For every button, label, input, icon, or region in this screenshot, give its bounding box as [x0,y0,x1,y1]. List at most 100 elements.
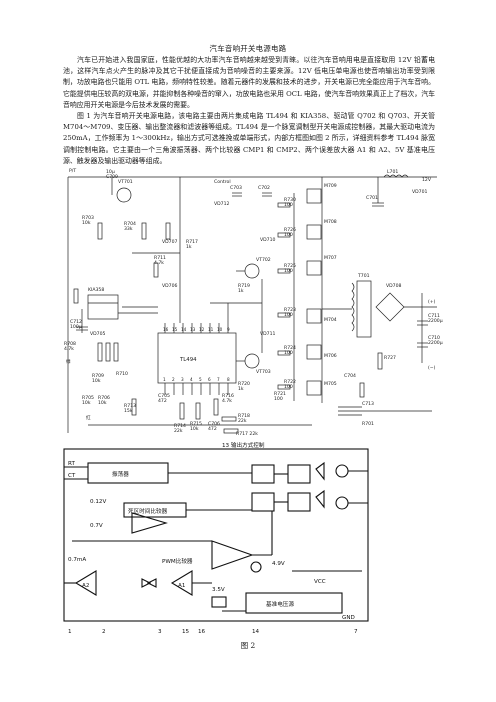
tl494-pins-top [164,323,229,333]
pin-8: 8 [227,377,230,382]
tl494-pins-bottom [164,383,229,395]
pin-7: 7 [217,377,220,382]
label-r727: R727 [384,355,396,361]
label-vt701: VT701 [118,179,133,185]
label-c702: C702 [258,185,270,191]
reference-block [245,592,343,614]
label-vd710: VD710 [260,237,276,243]
mosfet-bank [293,177,323,403]
label-a1: A1 [178,583,186,589]
tl494-pin-numbers: 16 15 14 13 12 11 10 9 1 2 3 4 5 6 7 8 [163,327,230,382]
pin-b3: 3 [158,629,162,635]
label-kia358: KIA358 [88,287,104,293]
label-minus: (−) [428,365,436,371]
pin-2: 2 [172,377,175,382]
pin-13: 13 [190,327,196,332]
label-c703: C703 [230,185,242,191]
label-output-control: 13 输出方式控制 [222,441,265,449]
pin-3: 3 [181,377,184,382]
pin-15: 15 [172,327,178,332]
label-l701: L701 [387,169,398,175]
pin-b15: 15 [182,629,190,635]
label-m707: M707 [324,255,337,261]
label-m708: M708 [324,219,337,225]
label-fuse: P/T [69,168,76,174]
document-title: 汽车音响开关电源电路 [209,44,287,53]
pwm-comparator [211,540,254,570]
pin-6: 6 [208,377,211,382]
pin-b16: 16 [198,629,206,635]
label-12v: 12V [422,177,432,183]
label-0-12v: 0.12V [90,499,106,505]
label-c701: C701 [366,195,378,201]
label-c704: C704 [344,373,356,379]
label-rt: RT [68,461,75,467]
pin-14: 14 [181,327,187,332]
label-gnd: GND [342,615,355,621]
pin-b14: 14 [252,629,260,635]
figure-2-block-diagram: 13 输出方式控制 RT CT 振荡器 0.12V 0.7V 死区时间比较器 P… [63,441,369,635]
label-c713: C713 [362,401,374,407]
label-3-5v: 3.5V [212,587,225,593]
pin-4: 4 [190,377,193,382]
label-r717b: R717 22k [236,431,258,437]
label-0-7v: 0.7V [90,523,103,529]
deadtime-comparator [131,512,168,534]
label-vd712: VD712 [214,201,230,207]
label-vt702: VT702 [256,257,271,263]
label-vd706: VD706 [162,283,178,289]
label-plus: (+) [428,299,436,305]
label-deadtime: 死区时间比较器 [128,507,168,515]
label-vcc: VCC [314,579,326,585]
paragraph-2: 图 1 为汽车音响开关电源电路，该电路主要由两片集成电路 TL494 和 KIA… [63,112,435,165]
pin-b7: 7 [354,629,358,635]
label-m709: M709 [324,183,337,189]
label-vd705: VD705 [90,331,106,337]
pin-1: 1 [163,377,166,382]
label-vd708: VD708 [386,283,402,289]
label-m705: M705 [324,381,337,387]
label-t701: T701 [357,273,370,279]
label-pwm: PWM比较器 [162,557,193,565]
label-control: Control [214,179,231,185]
label-vt703: VT703 [256,369,271,375]
label-vd707: VD707 [162,239,178,245]
label-red: 红 [86,414,91,421]
pin-12: 12 [199,327,205,332]
pin-10: 10 [217,327,223,332]
label-tl494: TL494 [179,357,197,363]
paragraph-1: 汽车已开始进入我国家庭，性能优越的大功率汽车音响越来越受到青睐。以往汽车音响用电… [63,56,435,109]
pin-11: 11 [208,327,214,332]
label-a2: A2 [82,583,89,589]
label-ct: CT [68,473,76,479]
figure-2-caption: 图 2 [240,641,256,650]
label-green: 绿 [66,358,71,365]
body-text: 汽车已开始进入我国家庭，性能优越的大功率汽车音响越来越受到青睐。以往汽车音响用电… [63,55,435,167]
pin-b2: 2 [102,629,106,635]
